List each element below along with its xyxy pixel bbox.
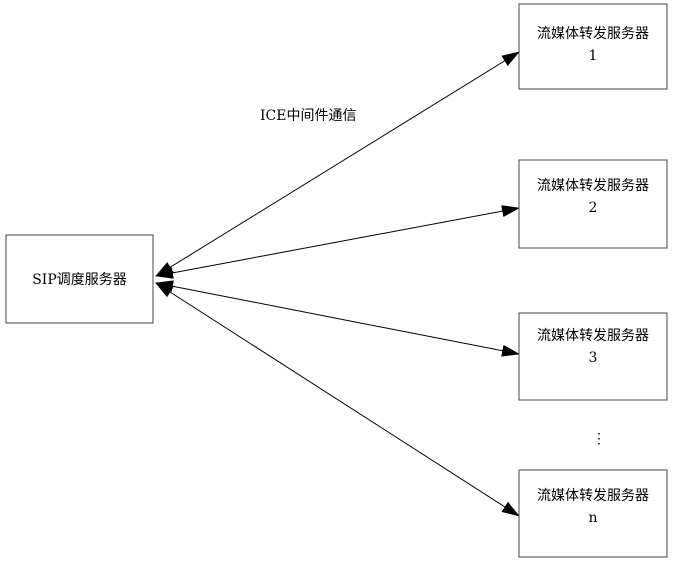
media-server-node-1[interactable]: 流媒体转发服务器 1 <box>519 4 667 89</box>
media-server-label-n-line1: 流媒体转发服务器 <box>537 488 649 504</box>
edge-label: ICE中间件通信 <box>260 108 356 124</box>
media-server-label-3-line2: 3 <box>589 350 598 366</box>
media-server-label-2-line1: 流媒体转发服务器 <box>537 178 649 194</box>
media-server-node-n[interactable]: 流媒体转发服务器 n <box>519 470 667 557</box>
sip-dispatch-server-label: SIP调度服务器 <box>32 272 127 288</box>
edge-to-server-n <box>156 283 519 516</box>
media-server-node-2[interactable]: 流媒体转发服务器 2 <box>519 160 667 248</box>
media-server-label-n-line2: n <box>588 510 597 526</box>
media-server-label-1-line1: 流媒体转发服务器 <box>537 26 649 42</box>
media-server-label-1-line2: 1 <box>589 48 598 64</box>
media-server-node-3[interactable]: 流媒体转发服务器 3 <box>519 313 667 400</box>
media-server-label-2-line2: 2 <box>589 200 598 216</box>
media-server-box-1 <box>519 4 667 89</box>
media-server-label-3-line1: 流媒体转发服务器 <box>537 328 649 344</box>
sip-dispatch-server-node[interactable]: SIP调度服务器 <box>6 235 153 323</box>
ellipsis: ⋮ <box>592 431 606 447</box>
